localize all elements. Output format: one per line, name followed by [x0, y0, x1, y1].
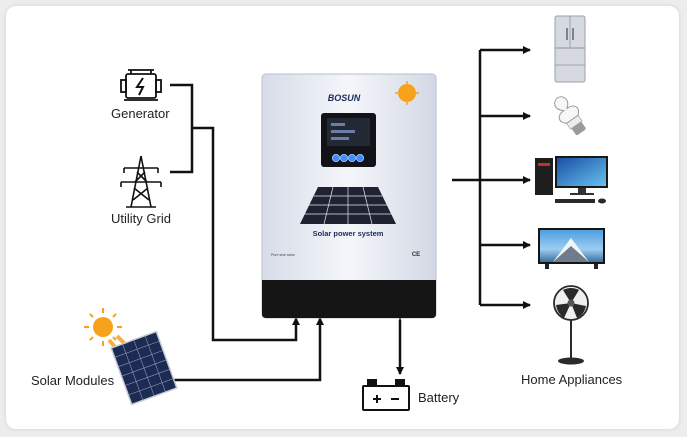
- home-appliances-label: Home Appliances: [521, 372, 623, 387]
- battery-label: Battery: [418, 390, 460, 405]
- inverter-badge-text: Pure sine wave: [271, 253, 295, 257]
- television-icon: [538, 228, 605, 269]
- solar-to-inverter-line: [162, 317, 324, 382]
- fan-icon: [553, 285, 589, 365]
- grid-to-inverter-line: [192, 126, 300, 342]
- inverter-panel-graphic: [300, 186, 396, 225]
- transmission-tower-icon: [120, 155, 162, 208]
- generator-icon: [120, 69, 162, 101]
- computer-icon: [535, 156, 608, 204]
- brand-sun-icon: [395, 81, 419, 105]
- generator-line: [170, 83, 194, 174]
- inverter-cert-mark: CE: [412, 252, 420, 258]
- inverter-device: BOSUN Solar power system Pure sine wave …: [261, 73, 437, 319]
- battery-icon: [362, 379, 410, 411]
- light-bulb-icon: [554, 96, 586, 136]
- refrigerator-icon: [554, 15, 586, 83]
- connection-lines: [162, 46, 531, 382]
- generator-label: Generator: [111, 106, 170, 121]
- solar-panel-icon: [110, 330, 178, 406]
- inverter-brand: BOSUN: [328, 93, 361, 103]
- utility-grid-label: Utility Grid: [111, 211, 171, 226]
- solar-modules-label: Solar Modules: [31, 373, 115, 388]
- inverter-system-label: Solar power system: [313, 229, 384, 238]
